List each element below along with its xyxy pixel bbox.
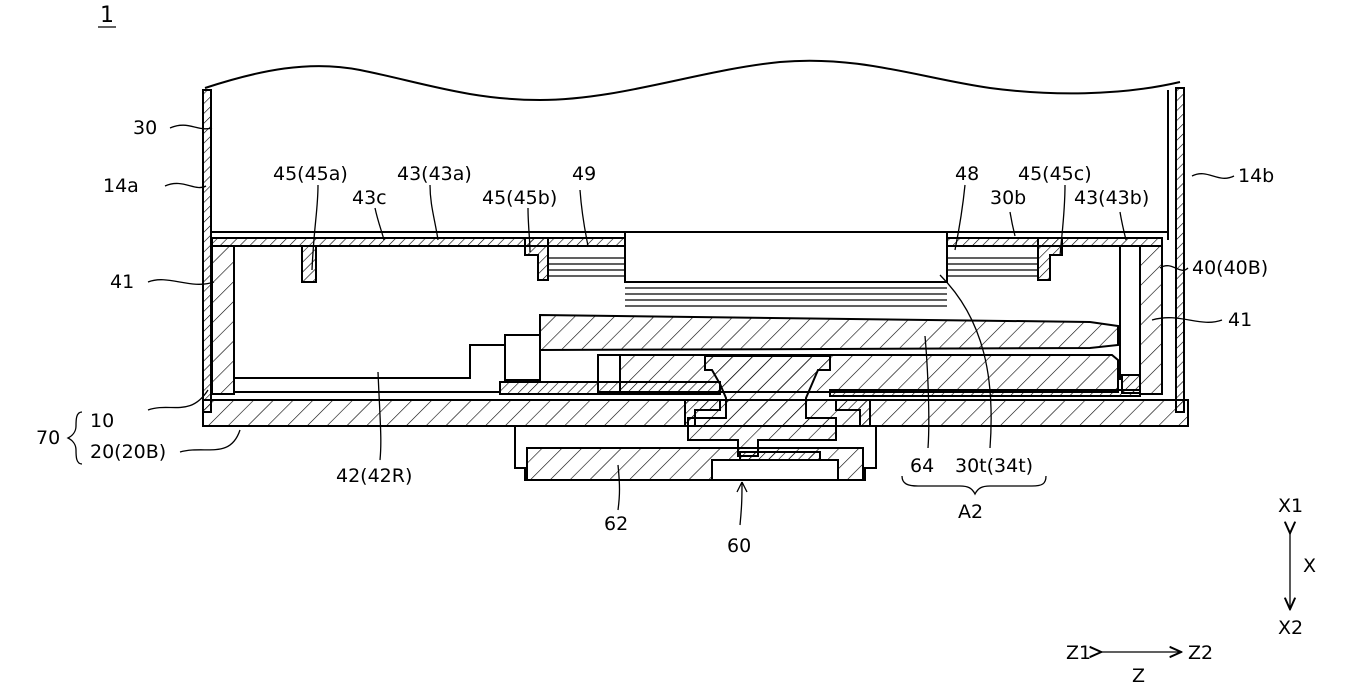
label-70: 70 [36,427,60,449]
wall-14a [203,90,211,412]
label-14a: 14a [103,175,139,197]
step-45c [1038,238,1062,280]
axis-label-z: Z [1132,665,1145,687]
label-60: 60 [727,535,751,557]
axis-label-z2: Z2 [1188,642,1213,664]
tank-wavy-top [205,61,1180,100]
label-41-right: 41 [1228,309,1252,331]
base-10 [500,382,720,394]
block-48 [625,232,947,282]
label-20: 20(20B) [90,441,166,463]
layer-stack-49 [548,258,625,276]
label-45b: 45(45b) [482,187,557,209]
label-14b: 14b [1238,165,1274,187]
label-10: 10 [90,410,114,432]
label-40: 40(40B) [1192,257,1268,279]
axis-label-x1: X1 [1278,495,1303,517]
tab-45a [302,246,316,282]
label-30t: 30t(34t) [955,455,1033,477]
label-42: 42(42R) [336,465,412,487]
wall-14b [1176,88,1184,412]
label-30: 30 [133,117,157,139]
label-45a: 45(45a) [273,163,348,185]
label-62: 62 [604,513,628,535]
frame-41-left [212,246,234,394]
axis-label-x2: X2 [1278,617,1303,639]
brace-70 [68,412,82,464]
label-49: 49 [572,163,596,185]
label-48: 48 [955,163,979,185]
inner-box-42 [234,345,505,380]
step-45b [525,238,548,280]
label-45c: 45(45c) [1018,163,1092,185]
frame-41-right [1140,246,1162,394]
member-30t [540,315,1118,350]
axis-label-x: X [1303,555,1316,577]
label-43c: 43c [352,187,387,209]
axis-label-z1: Z1 [1066,642,1091,664]
label-43a: 43(43a) [397,163,472,185]
label-30b: 30b [990,187,1026,209]
label-64: 64 [910,455,934,477]
label-A2: A2 [958,501,983,523]
brace-A2 [902,476,1046,494]
figure-number: 1 [100,3,114,28]
label-41-left: 41 [110,271,134,293]
label-43b: 43(43b) [1074,187,1149,209]
